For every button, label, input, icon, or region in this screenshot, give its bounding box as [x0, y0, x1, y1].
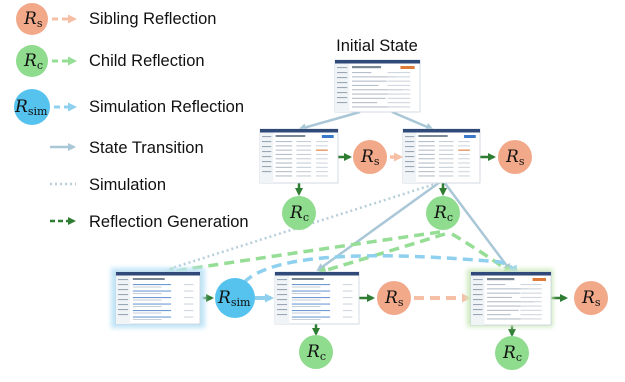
- initial-state-screenshot: [334, 59, 421, 113]
- simulation-reflection-node: [215, 278, 255, 318]
- legend-label-simulation: Simulation Reflection: [89, 98, 244, 116]
- simulation-reflection-edge: [234, 254, 518, 297]
- legend: Rs Sibling Reflection Rc Child Reflectio…: [14, 3, 249, 231]
- legend-state-transition: State Transition: [50, 139, 204, 157]
- simulation-state-screenshot: [115, 271, 201, 325]
- legend-label-reflection-generation: Reflection Generation: [89, 213, 249, 231]
- legend-label-sibling: Sibling Reflection: [89, 10, 217, 28]
- svg-text:Rc: Rc: [289, 203, 309, 224]
- svg-text:Rs: Rs: [23, 9, 43, 30]
- svg-text:Rs: Rs: [505, 147, 525, 168]
- sibling-reflection-node: [353, 140, 387, 174]
- legend-label-state-transition: State Transition: [89, 139, 204, 157]
- state-transition-edge: [443, 181, 512, 272]
- child-reflection-icon: [16, 45, 48, 77]
- edges: [165, 110, 568, 337]
- state-screenshot: [470, 271, 552, 326]
- state-thumbnails: [111, 59, 553, 328]
- svg-text:Rsim: Rsim: [14, 97, 48, 118]
- legend-label-simulation-line: Simulation: [89, 176, 166, 194]
- child-reflection-node: [495, 336, 529, 370]
- sibling-reflection-icon: [16, 3, 48, 35]
- child-reflection-edge: [451, 232, 513, 274]
- state-transition-edge: [298, 110, 361, 132]
- child-reflection-edge: [165, 230, 441, 276]
- child-reflection-node: [282, 196, 316, 230]
- child-reflection-node: [426, 196, 460, 230]
- svg-text:Rc: Rc: [502, 343, 522, 364]
- legend-child: Rc Child Reflection: [16, 45, 205, 77]
- sibling-reflection-node: [498, 140, 532, 174]
- legend-simulation: Rsim Simulation Reflection: [14, 89, 244, 125]
- child-reflection-edge: [317, 232, 446, 275]
- legend-sibling: Rs Sibling Reflection: [16, 3, 217, 35]
- simulation-reflection-icon: [14, 89, 50, 125]
- legend-reflection-generation: Reflection Generation: [50, 213, 249, 231]
- sibling-reflection-node: [377, 281, 411, 315]
- initial-state-title: Initial State: [336, 37, 418, 55]
- state-screenshot: [274, 271, 360, 325]
- svg-text:Rs: Rs: [384, 288, 404, 309]
- state-transition-edge: [391, 110, 434, 131]
- svg-text:Rc: Rc: [433, 203, 453, 224]
- state-screenshot: [259, 128, 339, 184]
- svg-text:Rs: Rs: [360, 147, 380, 168]
- svg-text:Rs: Rs: [581, 288, 601, 309]
- child-reflection-node: [299, 335, 333, 369]
- state-screenshot: [402, 128, 481, 184]
- legend-label-child: Child Reflection: [89, 52, 205, 70]
- svg-text:Rsim: Rsim: [217, 288, 251, 309]
- reflection-nodes: Rs Rs Rc Rc Rsim Rs Rs Rc Rc: [215, 140, 608, 370]
- legend-simulation-line: Simulation: [50, 176, 166, 194]
- svg-text:Rc: Rc: [23, 51, 43, 72]
- svg-text:Rc: Rc: [306, 342, 326, 363]
- sibling-reflection-node: [574, 281, 608, 315]
